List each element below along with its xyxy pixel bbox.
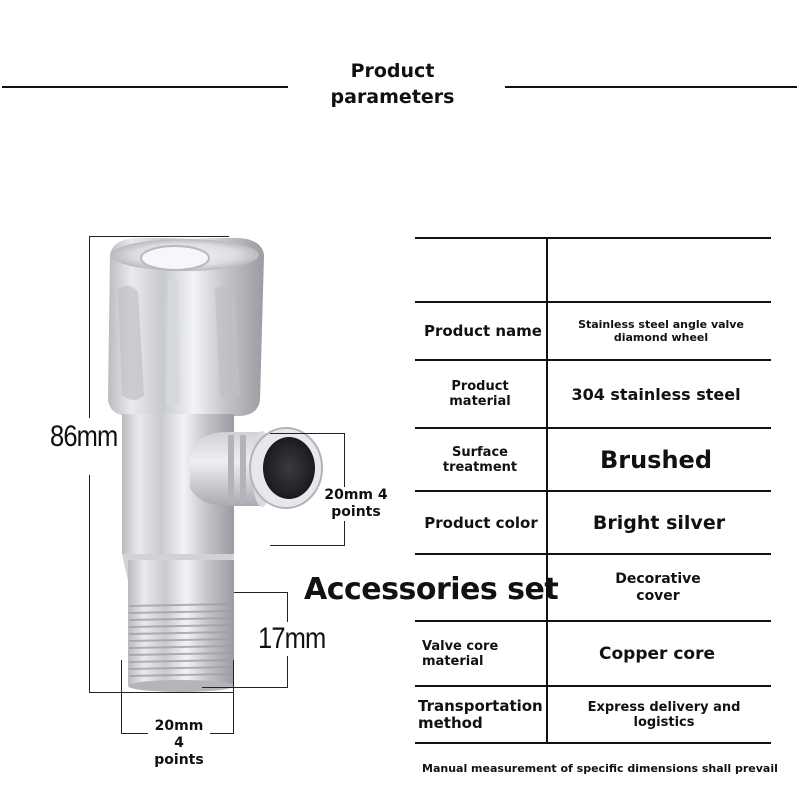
table-row-7-value: Express delivery and logistics: [587, 699, 741, 730]
dim-side-label: 20mm 4 points: [318, 487, 394, 521]
dim-17-top-line: [234, 592, 288, 593]
table-row-5-value: Decorative cover: [615, 570, 701, 604]
table-rule: [415, 742, 771, 744]
table-row-4-value: Bright silver: [592, 511, 726, 534]
dim-side-top-line: [270, 433, 345, 434]
dim-bottom-label-2: 4: [174, 735, 184, 751]
dim-bottom-label-3: points: [154, 752, 204, 768]
table-row-6-value: Copper core: [599, 643, 715, 664]
dim-bottom-label-1: 20mm: [148, 718, 210, 735]
dim-86-bottom-line: [89, 692, 233, 693]
header-rule-right: [505, 86, 797, 88]
page-title: Product parameters: [330, 60, 455, 108]
table-row-2-label: Product material: [449, 379, 511, 409]
table-rule: [415, 685, 771, 687]
table-row-7-label: Transportation method: [418, 696, 543, 732]
table-row-3-label: Surface treatment: [442, 444, 518, 475]
table-row-3-value: Brushed: [599, 445, 713, 474]
table-rule: [415, 427, 771, 429]
dim-86-label: 86mm: [50, 420, 118, 453]
table-rule: [415, 620, 771, 622]
table-row-1-label: Product name: [423, 322, 542, 340]
table-row-0-value: [548, 239, 771, 301]
dim-17-label: 17mm: [258, 622, 329, 656]
table-row-6-label: Valve core material: [422, 638, 499, 669]
table-row-0-label: [415, 239, 546, 301]
table-rule: [415, 490, 771, 492]
dim-86-vertical-upper: [89, 236, 90, 418]
dim-bottom-right: [233, 660, 234, 734]
table-column-divider: [546, 237, 548, 743]
measurement-note: Manual measurement of specific dimension…: [422, 762, 778, 775]
dim-17-bottom-line: [202, 687, 288, 688]
table-rule: [415, 301, 771, 303]
table-rule: [415, 237, 771, 239]
table-rule: [415, 553, 771, 555]
accessories-set-label: Accessories set: [304, 572, 559, 607]
dim-86-vertical-lower: [89, 475, 90, 693]
dim-bottom-left: [121, 660, 122, 734]
table-row-2-value: 304 stainless steel: [571, 384, 741, 404]
table-rule: [415, 359, 771, 361]
dim-side-bottom-line: [270, 545, 345, 546]
table-row-4-label: Product color: [424, 513, 538, 532]
table-row-1-value: Stainless steel angle valve diamond whee…: [578, 318, 744, 344]
header-rule-left: [2, 86, 288, 88]
dim-86-top-line: [89, 236, 229, 237]
